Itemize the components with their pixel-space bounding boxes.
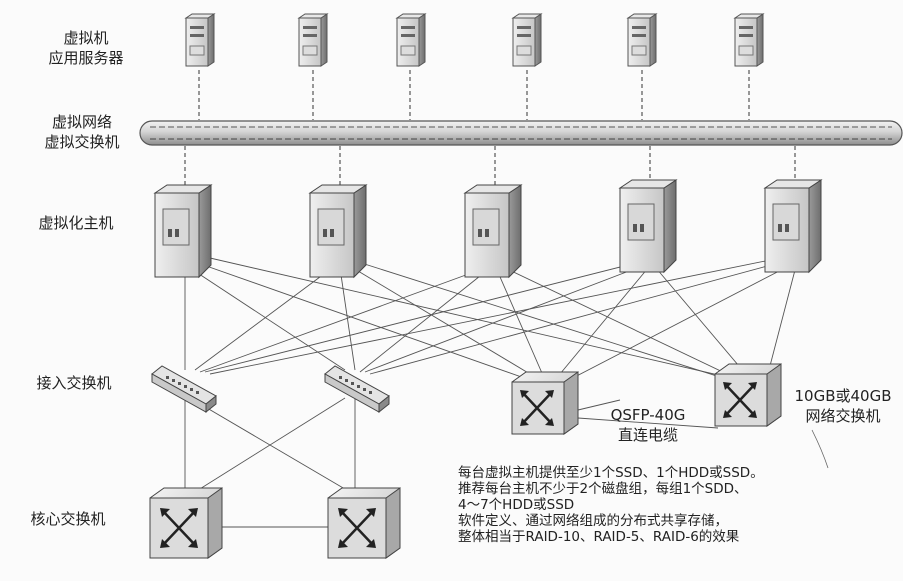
host-server-icon [465, 185, 521, 277]
qsfp-line1: QSFP-40G [600, 405, 696, 425]
virtual-switch-bus [140, 121, 902, 145]
core-switches [150, 488, 400, 558]
core-switch-icon [150, 488, 222, 558]
qsfp-line2: 直连电缆 [600, 425, 696, 445]
label-virtualization-host: 虚拟化主机 [24, 212, 128, 233]
label-vnet-line2: 虚拟交换机 [30, 132, 134, 152]
access-switch-icon [152, 366, 216, 412]
vm-server-icon [628, 14, 656, 66]
note-line: 每台虚拟主机提供至少1个SSD、1个HDD或SSD。 [458, 465, 764, 481]
host-server-icon [765, 180, 821, 272]
access-switch-icon [325, 366, 389, 412]
label-virtual-network: 虚拟网络 虚拟交换机 [30, 112, 134, 152]
virtualization-hosts [155, 180, 821, 277]
switch-line1: 10GB或40GB [786, 386, 900, 406]
vm-server-icon [186, 14, 214, 66]
label-network-switch: 10GB或40GB 网络交换机 [786, 386, 900, 426]
label-vm-app-server: 虚拟机 应用服务器 [34, 28, 138, 68]
label-vm-line1: 虚拟机 [34, 28, 138, 48]
vm-servers [186, 14, 763, 66]
vm-server-icon [299, 14, 327, 66]
note-line: 推荐每台主机不少于2个磁盘组，每组1个SDD、 [458, 481, 764, 497]
label-vm-line2: 应用服务器 [34, 48, 138, 68]
vm-server-icon [397, 14, 425, 66]
host-server-icon [620, 180, 676, 272]
vm-server-icon [735, 14, 763, 66]
note-line: 整体相当于RAID-10、RAID-5、RAID-6的效果 [458, 529, 764, 545]
host-dashed-links [185, 146, 795, 186]
switch-line2: 网络交换机 [786, 406, 900, 426]
vm-server-icon [513, 14, 541, 66]
host-server-icon [155, 185, 211, 277]
label-core-switch: 核心交换机 [16, 508, 120, 529]
note-line: 软件定义、通过网络组成的分布式共享存储， [458, 513, 764, 529]
label-access-switch: 接入交换机 [22, 372, 126, 393]
host-server-icon [310, 185, 366, 277]
core-switch-icon [328, 488, 400, 558]
core-switch-icon [715, 364, 781, 426]
storage-notes: 每台虚拟主机提供至少1个SSD、1个HDD或SSD。 推荐每台主机不少于2个磁盘… [458, 465, 764, 545]
vm-dashed-links [199, 70, 749, 120]
callout-leader [812, 430, 828, 468]
label-vnet-line1: 虚拟网络 [30, 112, 134, 132]
label-qsfp-cable: QSFP-40G 直连电缆 [600, 405, 696, 445]
core-switch-icon [512, 372, 578, 434]
access-switches [152, 366, 389, 412]
note-line: 4～7个HDD或SSD [458, 497, 764, 513]
